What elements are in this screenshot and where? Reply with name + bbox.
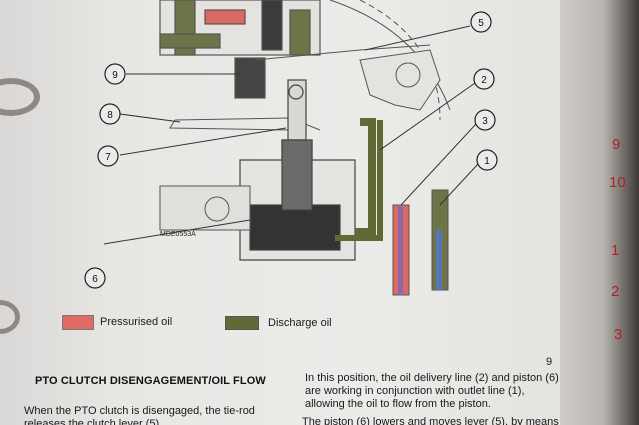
callout-label-6: 6	[92, 274, 98, 285]
callout-6	[84, 267, 106, 289]
binder-ring-top	[0, 78, 40, 116]
index-tab-2[interactable]: 2	[611, 283, 620, 300]
clutch-lever	[359, 49, 441, 111]
callout-8	[99, 103, 121, 125]
left-paragraph: When the PTO clutch is disengaged, the t…	[24, 405, 255, 425]
piston-assembly	[239, 79, 356, 261]
callout-label-5: 5	[478, 18, 484, 29]
discharge-line	[355, 118, 376, 236]
right-paragraph-1: In this position, the oil delivery line …	[305, 372, 559, 410]
callout-label-1: 1	[484, 156, 490, 167]
page-number: 9	[546, 356, 553, 368]
diagram-ref-code: MDE0553A	[160, 231, 196, 238]
callout-7	[97, 145, 119, 167]
binder-ring-bottom	[0, 300, 20, 334]
index-tab-1[interactable]: 1	[611, 242, 620, 259]
legend-pressurised-label: Pressurised oil	[100, 316, 173, 328]
callout-label-7: 7	[105, 152, 111, 163]
legend-discharge-swatch	[225, 316, 259, 330]
callout-5	[470, 11, 492, 33]
index-tab-3[interactable]: 3	[614, 326, 623, 343]
callouts	[84, 11, 498, 289]
callout-label-2: 2	[481, 75, 487, 86]
pto-clutch-diagram: 9 8 7 6 5 2 3 1 MDE0553A	[84, 0, 498, 296]
callout-label-8: 8	[107, 110, 113, 121]
upper-valve-body	[159, 0, 321, 99]
outlet-pipes	[392, 189, 449, 296]
callout-3	[474, 109, 496, 131]
right-paragraph-2: The piston (6) lowers and moves lever (5…	[302, 416, 559, 425]
callout-label-3: 3	[482, 116, 488, 127]
callout-9	[104, 63, 126, 85]
callout-label-9: 9	[112, 70, 118, 81]
index-tab-10[interactable]: 10	[609, 174, 626, 191]
callout-1	[476, 149, 498, 171]
section-heading: PTO CLUTCH DISENGAGEMENT/OIL FLOW	[35, 375, 266, 387]
page-edge-shadow	[560, 0, 639, 425]
index-tab-9[interactable]: 9	[612, 136, 621, 153]
legend-pressurised-swatch	[62, 315, 94, 330]
callout-2	[473, 68, 495, 90]
legend-discharge-label: Discharge oil	[268, 317, 332, 329]
